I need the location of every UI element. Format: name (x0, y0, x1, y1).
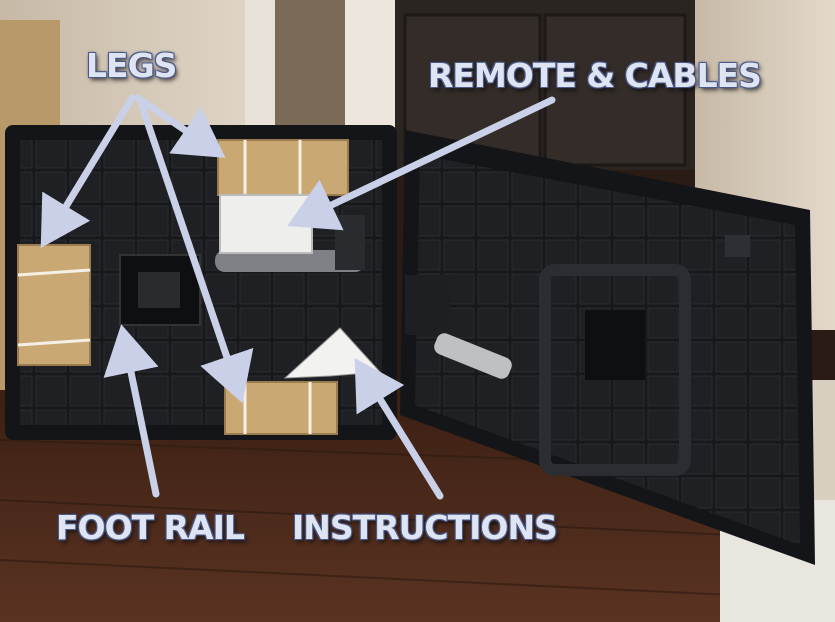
cabinet-door-2 (543, 13, 687, 167)
foot-rail-box (224, 381, 338, 435)
label-foot-rail: FOOT RAIL (56, 508, 245, 547)
arrow-remote (287, 96, 556, 231)
bed-frame-right (400, 130, 815, 565)
doorway (270, 0, 350, 140)
label-legs: LEGS (86, 46, 177, 85)
annotation-arrows (40, 94, 556, 500)
leg-box-left (17, 244, 91, 366)
arrow-legs-bottom (136, 96, 254, 404)
arrow-foot-rail (103, 324, 160, 498)
door-edge (345, 0, 395, 140)
arrow-instructions (354, 358, 444, 500)
label-instructions: INSTRUCTIONS (292, 508, 558, 547)
arrow-legs-top (134, 94, 226, 158)
door-frame (245, 0, 275, 140)
label-remote-cables: REMOTE & CABLES (428, 56, 762, 95)
remote-box (219, 194, 313, 254)
arrow-legs-left (40, 94, 136, 248)
leg-box-top (217, 139, 349, 196)
